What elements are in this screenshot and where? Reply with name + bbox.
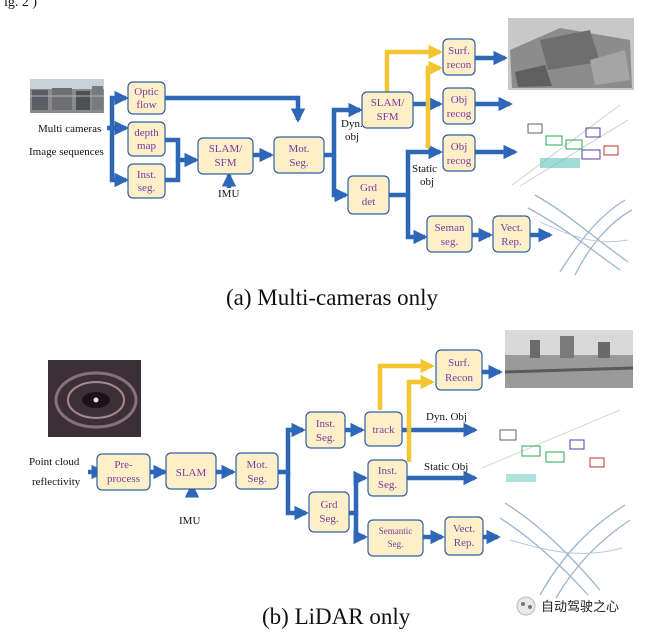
svg-text:SLAM: SLAM bbox=[176, 467, 207, 479]
panel-a: Optic flow depth map Inst. seg. SLAM/ SF… bbox=[29, 18, 634, 310]
svg-text:Recon: Recon bbox=[445, 372, 474, 384]
svg-text:Seg.: Seg. bbox=[378, 479, 398, 491]
seman-seg-box: Seman seg. bbox=[426, 215, 473, 253]
svg-text:Vect.: Vect. bbox=[453, 523, 476, 535]
svg-text:process: process bbox=[107, 473, 140, 485]
svg-text:Surf.: Surf. bbox=[448, 45, 470, 57]
svg-text:Seg.: Seg. bbox=[247, 473, 267, 485]
image-sequences-label: Image sequences bbox=[29, 146, 104, 158]
svg-text:Seg.: Seg. bbox=[316, 432, 336, 444]
slam-sfm-box-2: SLAM/ SFM bbox=[361, 91, 414, 129]
svg-text:Semantic: Semantic bbox=[379, 526, 413, 536]
dyn-obj-label-b: Dyn. Obj bbox=[426, 411, 467, 423]
camera-images-thumbnail bbox=[30, 79, 104, 113]
svg-text:Seman: Seman bbox=[435, 222, 465, 234]
mot-seg-box-a: Mot. Seg. bbox=[273, 136, 325, 174]
vect-rep-box-b: Vect. Rep. bbox=[444, 516, 484, 556]
inst-seg-box-a: Inst. seg. bbox=[127, 163, 166, 199]
grd-det-box: Grd det bbox=[347, 175, 390, 215]
svg-text:Seg.: Seg. bbox=[388, 539, 404, 549]
svg-text:seg.: seg. bbox=[441, 236, 459, 248]
caption-a: (a) Multi-cameras only bbox=[226, 285, 439, 310]
svg-text:Vect.: Vect. bbox=[500, 222, 523, 234]
obj-recog-box-1: Obj recog bbox=[442, 87, 476, 125]
svg-text:Surf.: Surf. bbox=[448, 357, 470, 369]
svg-text:Mot.: Mot. bbox=[288, 143, 309, 155]
dyn-label-a-2: obj bbox=[345, 131, 359, 143]
svg-text:Inst.: Inst. bbox=[378, 465, 398, 477]
inst-seg-box-b1: Inst. Seg. bbox=[305, 411, 346, 449]
imu-label-a: IMU bbox=[218, 188, 239, 200]
svg-text:track: track bbox=[373, 424, 395, 436]
dyn-label-a-1: Dyn. bbox=[341, 118, 363, 130]
svg-text:det: det bbox=[362, 196, 375, 208]
svg-text:SLAM/: SLAM/ bbox=[209, 143, 244, 155]
watermark-text: 自动驾驶之心 bbox=[541, 600, 619, 615]
svg-text:Pre-: Pre- bbox=[114, 459, 133, 471]
svg-text:Inst.: Inst. bbox=[316, 418, 336, 430]
obj-recog-box-2: Obj recog bbox=[442, 134, 476, 172]
object-recognition-thumbnail-b bbox=[481, 409, 621, 482]
object-recognition-thumbnail-a bbox=[511, 100, 629, 187]
static-label-a-1: Static bbox=[412, 163, 437, 175]
svg-text:Obj: Obj bbox=[451, 141, 468, 153]
panel-b: Pre- process SLAM Mot. Seg. Inst. Seg. G… bbox=[29, 330, 634, 629]
svg-text:map: map bbox=[137, 140, 156, 152]
svg-text:SLAM/: SLAM/ bbox=[371, 97, 406, 109]
watermark: 自动驾驶之心 bbox=[516, 596, 619, 616]
svg-text:Inst.: Inst. bbox=[137, 169, 157, 181]
depth-map-box: depth map bbox=[127, 121, 166, 157]
svg-text:flow: flow bbox=[136, 99, 156, 111]
reflectivity-label: reflectivity bbox=[32, 476, 81, 488]
svg-text:recog: recog bbox=[447, 108, 472, 120]
lidar-pointcloud-thumbnail bbox=[48, 360, 141, 437]
svg-text:Rep.: Rep. bbox=[454, 537, 475, 549]
optic-flow-box: Optic flow bbox=[127, 81, 166, 115]
multi-cameras-label: Multi cameras bbox=[38, 123, 101, 135]
top-partial-text: ig. 2 ) bbox=[4, 0, 37, 10]
svg-text:Grd: Grd bbox=[360, 182, 378, 194]
svg-text:SFM: SFM bbox=[376, 111, 398, 123]
vect-rep-box-a: Vect. Rep. bbox=[492, 215, 531, 253]
track-box: track bbox=[364, 411, 403, 447]
svg-text:Obj: Obj bbox=[451, 94, 468, 106]
point-cloud-label: Point cloud bbox=[29, 456, 80, 468]
vector-map-thumbnail-b bbox=[499, 502, 631, 599]
surf-recon-box-a: Surf. recon bbox=[442, 38, 476, 76]
svg-text:SFM: SFM bbox=[214, 157, 236, 169]
svg-text:Seg.: Seg. bbox=[289, 157, 309, 169]
svg-text:Mot.: Mot. bbox=[246, 459, 267, 471]
svg-text:Seg.: Seg. bbox=[319, 513, 339, 525]
svg-text:recog: recog bbox=[447, 155, 472, 167]
svg-text:seg.: seg. bbox=[138, 182, 156, 194]
semantic-seg-box: Semantic Seg. bbox=[367, 519, 424, 557]
mot-seg-box-b: Mot. Seg. bbox=[235, 452, 279, 490]
surface-render-thumbnail-a bbox=[508, 18, 634, 90]
slam-sfm-box-1: SLAM/ SFM bbox=[197, 137, 254, 175]
pre-process-box: Pre- process bbox=[96, 453, 151, 491]
static-obj-label-b: Static Obj bbox=[424, 461, 468, 473]
svg-text:depth: depth bbox=[134, 127, 159, 139]
svg-text:Rep.: Rep. bbox=[501, 236, 522, 248]
grd-seg-box-b: Grd Seg. bbox=[308, 491, 350, 533]
imu-label-b: IMU bbox=[179, 515, 200, 527]
svg-text:Optic: Optic bbox=[134, 86, 159, 98]
surf-recon-box-b: Surf. Recon bbox=[435, 349, 483, 391]
slam-box-b: SLAM bbox=[165, 452, 217, 490]
wechat-icon bbox=[516, 596, 536, 616]
svg-text:recon: recon bbox=[447, 59, 472, 71]
vector-map-thumbnail-a bbox=[527, 194, 633, 276]
svg-text:Grd: Grd bbox=[320, 499, 338, 511]
inst-seg-box-b2: Inst. Seg. bbox=[367, 459, 408, 497]
static-label-a-2: obj bbox=[420, 176, 434, 188]
surface-render-thumbnail-b bbox=[504, 330, 634, 388]
caption-b: (b) LiDAR only bbox=[262, 604, 411, 629]
